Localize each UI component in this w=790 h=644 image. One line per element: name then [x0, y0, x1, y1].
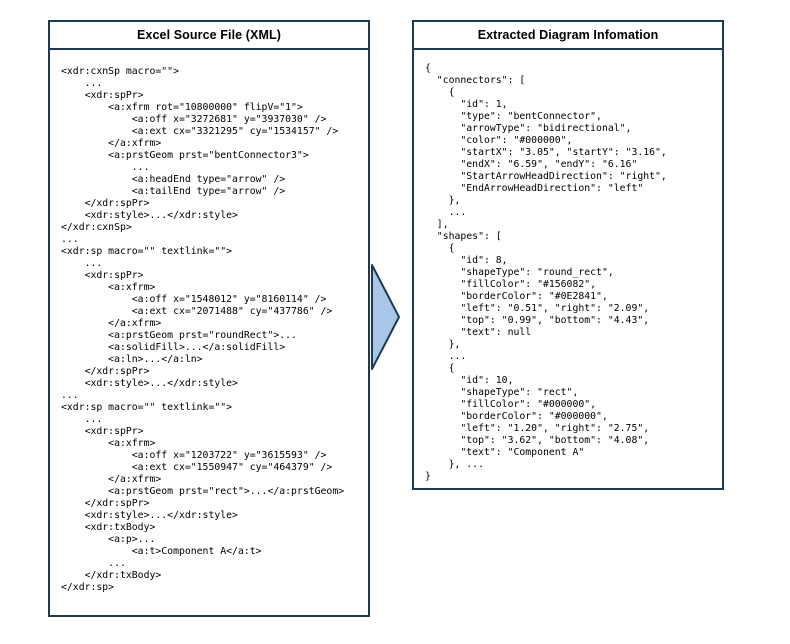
- xml-panel-title: Excel Source File (XML): [50, 22, 368, 50]
- xml-code-block: <xdr:cxnSp macro=""> ... <xdr:spPr> <a:x…: [61, 66, 345, 593]
- flow-arrow-shape: [371, 264, 400, 370]
- json-code-block: { "connectors": [ { "id": 1, "type": "be…: [425, 63, 667, 482]
- json-panel-title: Extracted Diagram Infomation: [414, 22, 722, 50]
- json-output-panel: Extracted Diagram Infomation { "connecto…: [412, 20, 724, 490]
- xml-source-panel: Excel Source File (XML) <xdr:cxnSp macro…: [48, 20, 370, 617]
- flow-arrow-icon: [371, 264, 400, 370]
